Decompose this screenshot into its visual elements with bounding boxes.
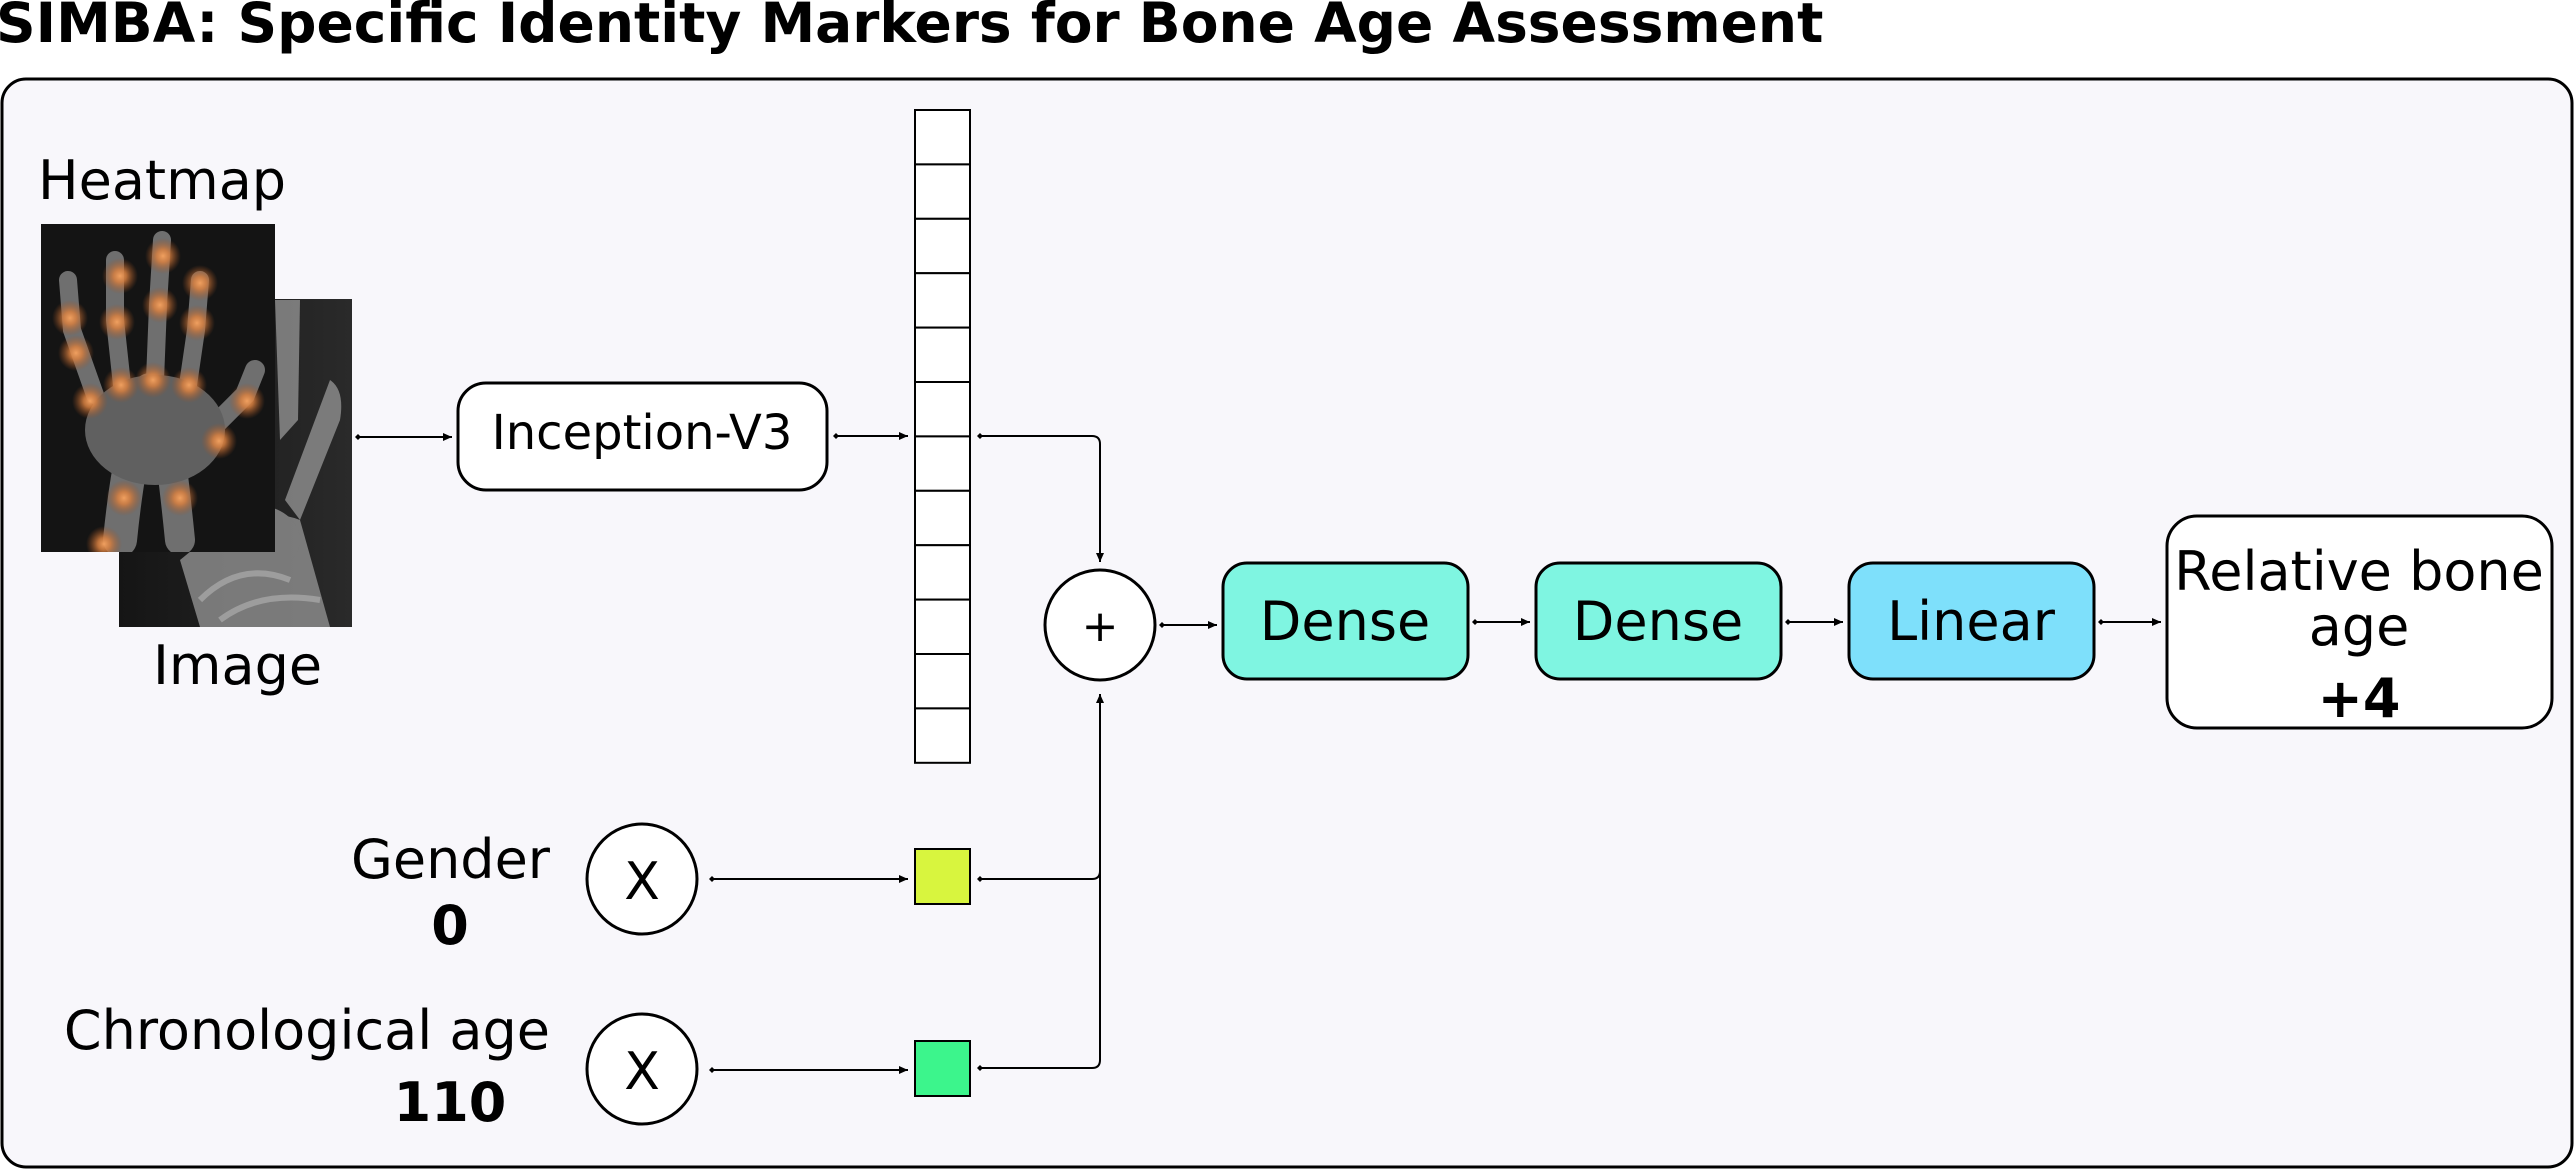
inception-v3-label: Inception-V3 (492, 405, 793, 461)
dense-block-2: Dense (1536, 563, 1781, 679)
inception-v3-block: Inception-V3 (458, 383, 827, 490)
feature-vector-cell (915, 110, 970, 164)
output-label-line1: Relative bone (2174, 540, 2544, 603)
gender-value: 0 (431, 894, 469, 957)
gender-multiply-node: X (587, 824, 697, 934)
concat-symbol: + (1082, 601, 1119, 652)
gender-vector (915, 849, 970, 904)
diagram-title: SIMBA: Specific Identity Markers for Bon… (0, 0, 1823, 55)
hand-xray-heatmap-icon (41, 224, 275, 562)
feature-vector-cell (915, 600, 970, 654)
dense-1-label: Dense (1260, 590, 1430, 653)
chronological-age-value: 110 (394, 1071, 507, 1134)
feature-vector-cell (915, 654, 970, 708)
feature-vector-cell (915, 708, 970, 762)
feature-vector-cell (915, 328, 970, 382)
concat-node: + (1045, 570, 1155, 680)
heatmap-label: Heatmap (38, 149, 286, 212)
feature-vector-cell (915, 219, 970, 273)
chronological-age-label: Chronological age (64, 999, 550, 1062)
output-label-line2: age (2309, 595, 2410, 658)
feature-vector-cell (915, 273, 970, 327)
image-label: Image (153, 634, 322, 697)
linear-label: Linear (1887, 590, 2056, 653)
age-multiply-symbol: X (624, 1042, 660, 1102)
feature-vector-cell (915, 382, 970, 436)
age-multiply-node: X (587, 1014, 697, 1124)
linear-block: Linear (1849, 563, 2094, 679)
feature-vector (915, 110, 970, 763)
output-block: Relative bone age +4 (2167, 516, 2552, 730)
feature-vector-cell (915, 491, 970, 545)
output-value: +4 (2318, 667, 2401, 730)
dense-2-label: Dense (1573, 590, 1743, 653)
dense-block-1: Dense (1223, 563, 1468, 679)
gender-multiply-symbol: X (624, 852, 660, 912)
gender-label: Gender (351, 828, 551, 891)
age-vector (915, 1041, 970, 1096)
feature-vector-cell (915, 164, 970, 218)
feature-vector-cell (915, 436, 970, 490)
feature-vector-cell (915, 545, 970, 599)
